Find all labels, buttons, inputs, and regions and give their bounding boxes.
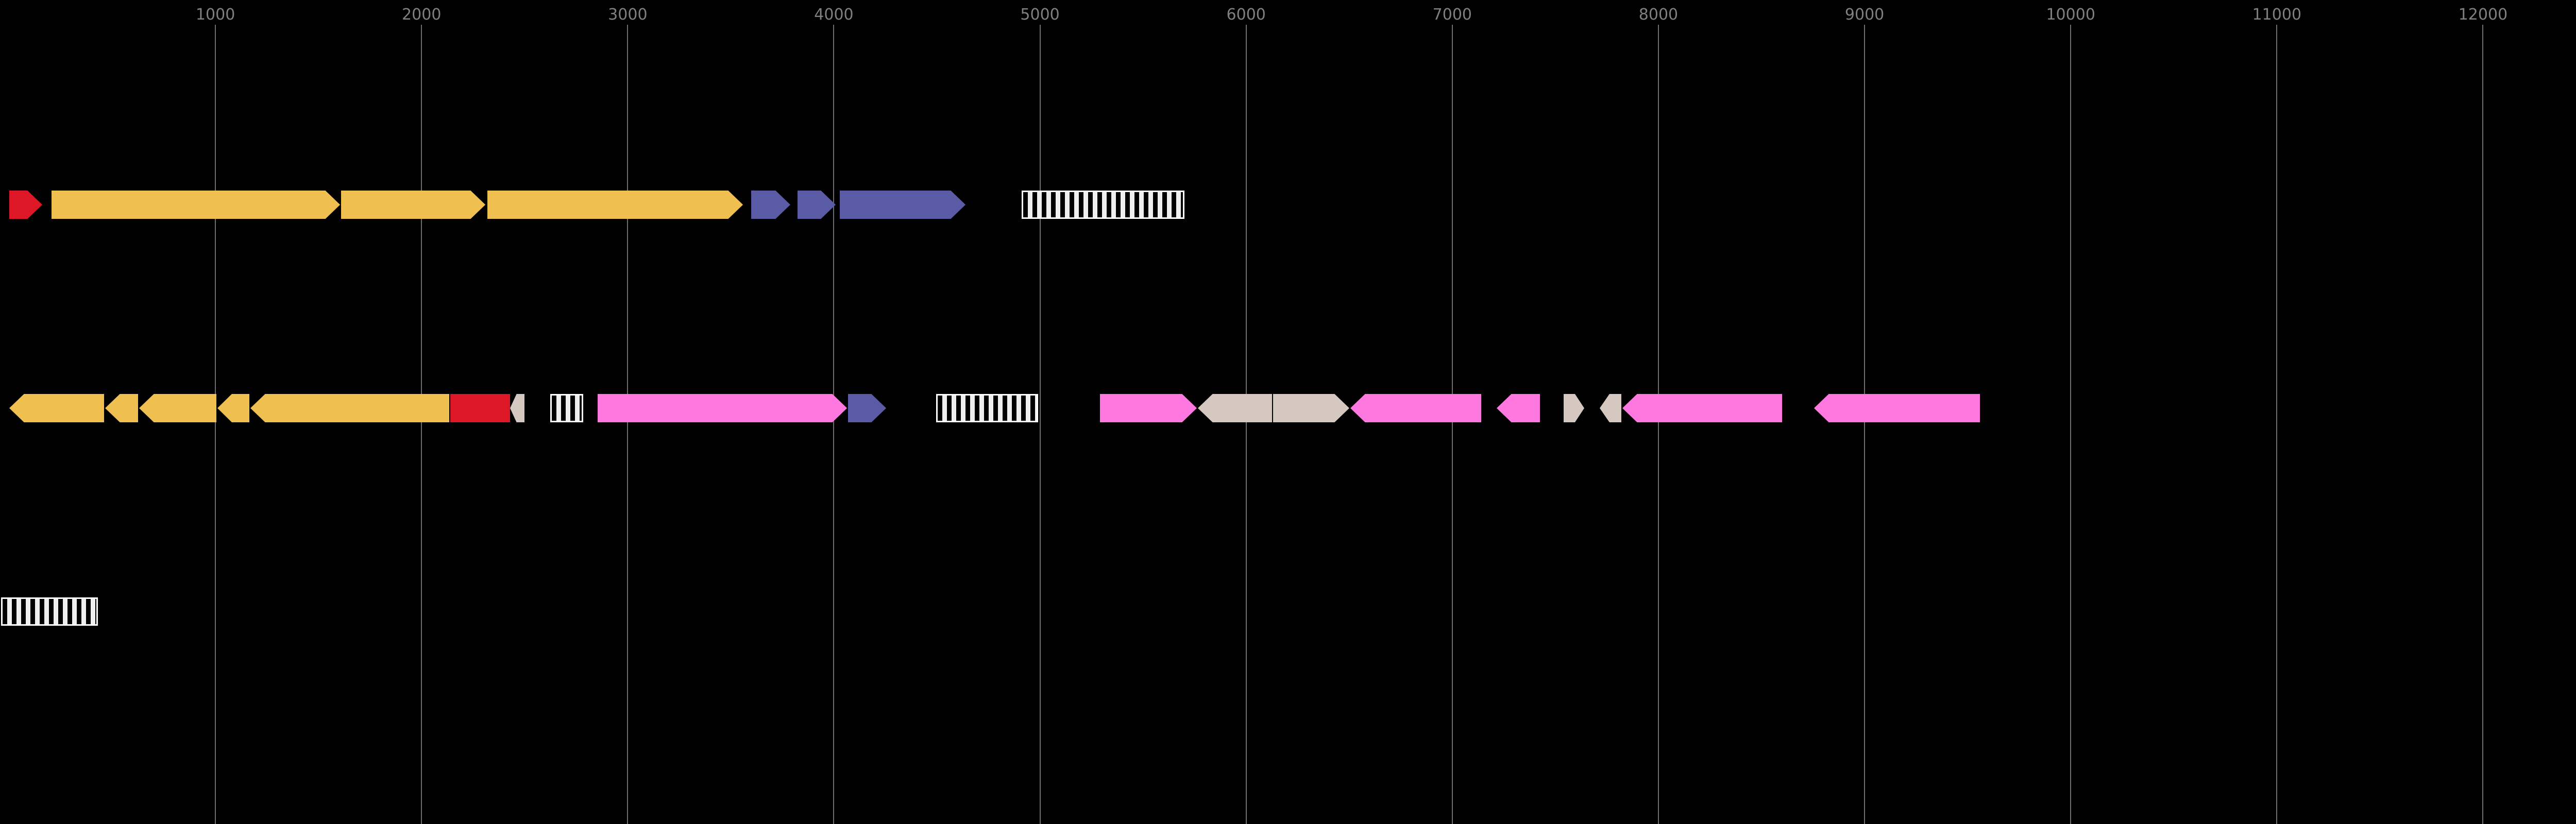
feature-2-15[interactable] [1350, 394, 1481, 422]
track-1 [0, 191, 2576, 219]
axis-tick-label-12000: 12000 [2458, 6, 2508, 24]
track-3 [0, 597, 2576, 626]
gridline-12000 [2482, 25, 2484, 824]
feature-2-5[interactable] [250, 394, 450, 422]
gridline-4000 [833, 25, 835, 824]
feature-1-7[interactable] [840, 191, 966, 219]
feature-2-16[interactable] [1496, 394, 1540, 422]
axis-tick-label-8000: 8000 [1638, 6, 1679, 24]
feature-1-1[interactable] [9, 191, 43, 219]
feature-2-12[interactable] [1099, 394, 1197, 422]
feature-3-1[interactable] [1, 597, 98, 626]
feature-2-9[interactable] [598, 394, 848, 422]
feature-2-17[interactable] [1563, 394, 1584, 422]
feature-2-13[interactable] [1197, 394, 1272, 422]
gridline-7000 [1451, 25, 1453, 824]
feature-2-6[interactable] [450, 394, 511, 422]
gridline-10000 [2070, 25, 2072, 824]
feature-2-4[interactable] [217, 394, 250, 422]
gridline-8000 [1657, 25, 1659, 824]
axis-tick-label-2000: 2000 [402, 6, 442, 24]
axis-tick-label-7000: 7000 [1432, 6, 1472, 24]
gridline-1000 [215, 25, 216, 824]
gridline-6000 [1245, 25, 1247, 824]
axis-tick-label-4000: 4000 [814, 6, 854, 24]
feature-1-4[interactable] [487, 191, 743, 219]
feature-2-1[interactable] [9, 394, 105, 422]
stripe-pattern [937, 396, 1037, 421]
feature-2-7[interactable] [510, 394, 525, 422]
feature-1-2[interactable] [52, 191, 341, 219]
axis-tick-label-3000: 3000 [608, 6, 648, 24]
feature-1-6[interactable] [798, 191, 836, 219]
gridline-5000 [1039, 25, 1041, 824]
gridline-9000 [1864, 25, 1866, 824]
axis-tick-label-10000: 10000 [2046, 6, 2095, 24]
feature-2-20[interactable] [1814, 394, 1980, 422]
feature-2-14[interactable] [1273, 394, 1349, 422]
feature-2-11[interactable] [936, 394, 1038, 422]
gridline-3000 [627, 25, 629, 824]
feature-1-3[interactable] [341, 191, 486, 219]
axis-tick-label-11000: 11000 [2252, 6, 2302, 24]
axis-tick-label-1000: 1000 [195, 6, 235, 24]
track-2 [0, 394, 2576, 422]
gridline-11000 [2276, 25, 2278, 824]
stripe-pattern [1023, 192, 1183, 217]
feature-2-10[interactable] [848, 394, 887, 422]
feature-1-5[interactable] [751, 191, 791, 219]
feature-2-18[interactable] [1599, 394, 1621, 422]
feature-2-3[interactable] [139, 394, 217, 422]
stripe-pattern [2, 599, 97, 624]
axis-tick-label-5000: 5000 [1020, 6, 1060, 24]
stripe-pattern [552, 396, 582, 421]
feature-1-8[interactable] [1021, 191, 1184, 219]
feature-2-8[interactable] [550, 394, 584, 422]
axis-tick-label-9000: 9000 [1844, 6, 1885, 24]
feature-2-2[interactable] [105, 394, 139, 422]
feature-2-19[interactable] [1622, 394, 1783, 422]
gridline-2000 [421, 25, 422, 824]
axis-tick-label-6000: 6000 [1226, 6, 1266, 24]
